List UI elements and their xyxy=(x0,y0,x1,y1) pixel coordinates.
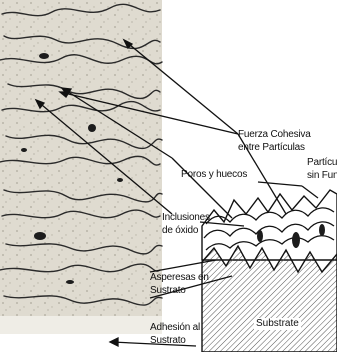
adhesion-line2: Sustrato xyxy=(150,334,200,347)
pores-label: Poros y huecos xyxy=(181,168,247,181)
cohesive-force-line2: entre Partículas xyxy=(238,141,311,154)
substrate-adhesion-label: Adhesión al Sustrato xyxy=(150,321,200,347)
unmelted-particle-label: Partícula sin Fund xyxy=(307,156,337,182)
pores-text: Poros y huecos xyxy=(181,169,247,180)
cohesive-force-line1: Fuerza Cohesiva xyxy=(238,128,311,141)
oxide-line2: de óxido xyxy=(162,224,210,237)
adhesion-line1: Adhesión al xyxy=(150,321,200,334)
substrate-label: Substrate xyxy=(254,318,301,330)
cohesive-force-label: Fuerza Cohesiva entre Partículas xyxy=(238,128,311,154)
unmelted-line2: sin Fund xyxy=(307,169,337,182)
roughness-line2: Sustrato xyxy=(150,284,209,297)
oxide-line1: Inclusiones xyxy=(162,211,210,224)
unmelted-line1: Partícula xyxy=(307,156,337,169)
roughness-line1: Asperesas en xyxy=(150,271,209,284)
oxide-inclusions-label: Inclusiones de óxido xyxy=(162,211,210,237)
substrate-roughness-label: Asperesas en Sustrato xyxy=(150,271,209,297)
micrograph-photo xyxy=(0,0,162,334)
